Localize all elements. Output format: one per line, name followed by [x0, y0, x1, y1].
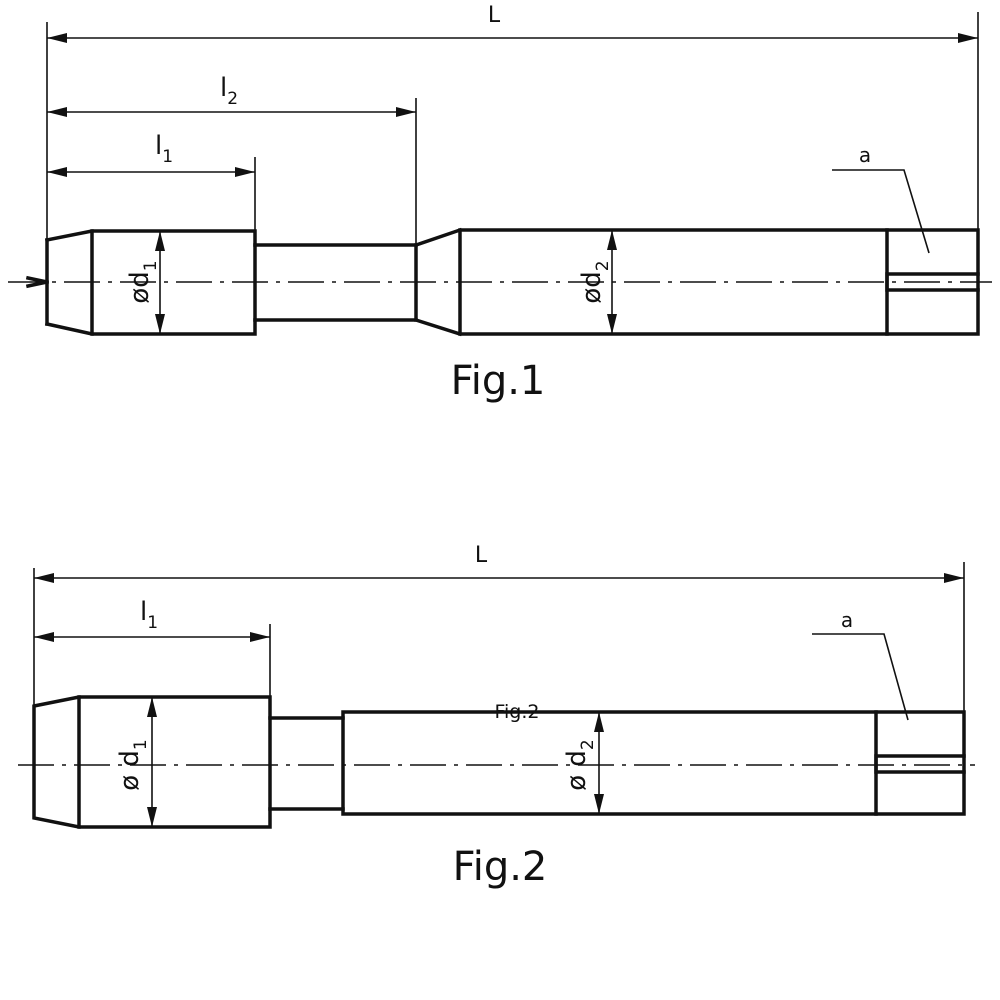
label-L: L — [475, 543, 488, 568]
label-d2: ø d2 — [562, 739, 598, 791]
figure-1: L l2 l1 ød1 ød2 a Fig.1 — [8, 3, 992, 404]
leader-a — [832, 169, 930, 254]
neck-transition — [413, 227, 463, 337]
caption-fig1: Fig.1 — [451, 358, 546, 404]
shank-section — [458, 228, 980, 336]
label-l2: l2 — [220, 73, 238, 109]
label-l1: l1 — [140, 597, 158, 633]
label-a: a — [859, 143, 871, 167]
label-L: L — [488, 3, 501, 28]
label-d1: ø d1 — [115, 739, 151, 791]
thread-section — [44, 229, 257, 336]
center-point-tip — [25, 275, 50, 289]
label-l1: l1 — [155, 131, 173, 167]
square-slot — [874, 754, 966, 774]
label-a: a — [841, 608, 853, 632]
tap-outline — [25, 227, 980, 337]
figure-2: L l1 ø d1 ø d2 a Fig.2 Fig.2 — [18, 543, 975, 890]
caption-fig2: Fig.2 — [453, 844, 548, 890]
inner-caption-fig2: Fig.2 — [494, 701, 539, 723]
tap-outline — [32, 695, 966, 829]
shank-section — [341, 710, 966, 816]
square-slot — [885, 272, 980, 292]
label-d2: ød2 — [577, 260, 613, 303]
neck-section — [253, 243, 418, 322]
label-d1: ød1 — [125, 260, 161, 303]
leader-a — [812, 633, 909, 721]
neck-section — [268, 716, 345, 811]
